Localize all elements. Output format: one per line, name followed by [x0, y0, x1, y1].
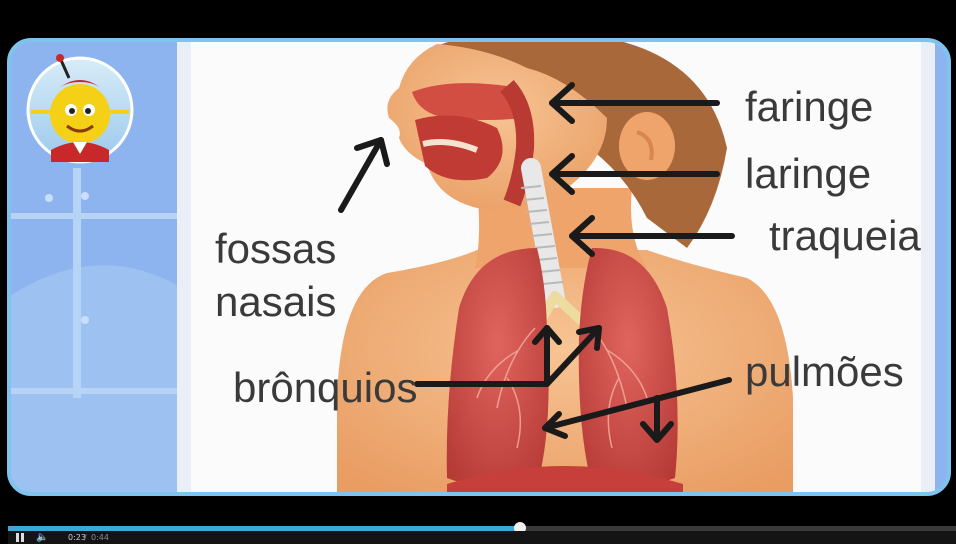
player-controls: 🔈 0:23 / 0:44 [8, 531, 956, 544]
label-pulmoes: pulmões [745, 348, 904, 395]
top-letterbox [0, 0, 956, 38]
volume-icon[interactable]: 🔈 [36, 532, 48, 543]
label-faringe: faringe [745, 83, 873, 130]
label-traqueia: traqueia [769, 212, 921, 259]
pause-icon[interactable] [16, 533, 24, 542]
time-total: 0:44 [91, 532, 109, 543]
bottom-letterbox [0, 496, 956, 526]
label-fossas: fossas [215, 225, 336, 272]
label-nasais: nasais [215, 278, 336, 325]
label-bronquios: brônquios [233, 364, 417, 411]
video-frame[interactable]: faringe laringe traqueia fossas nasais b… [7, 38, 951, 496]
label-laringe: laringe [745, 150, 871, 197]
time-separator: / [84, 532, 87, 543]
